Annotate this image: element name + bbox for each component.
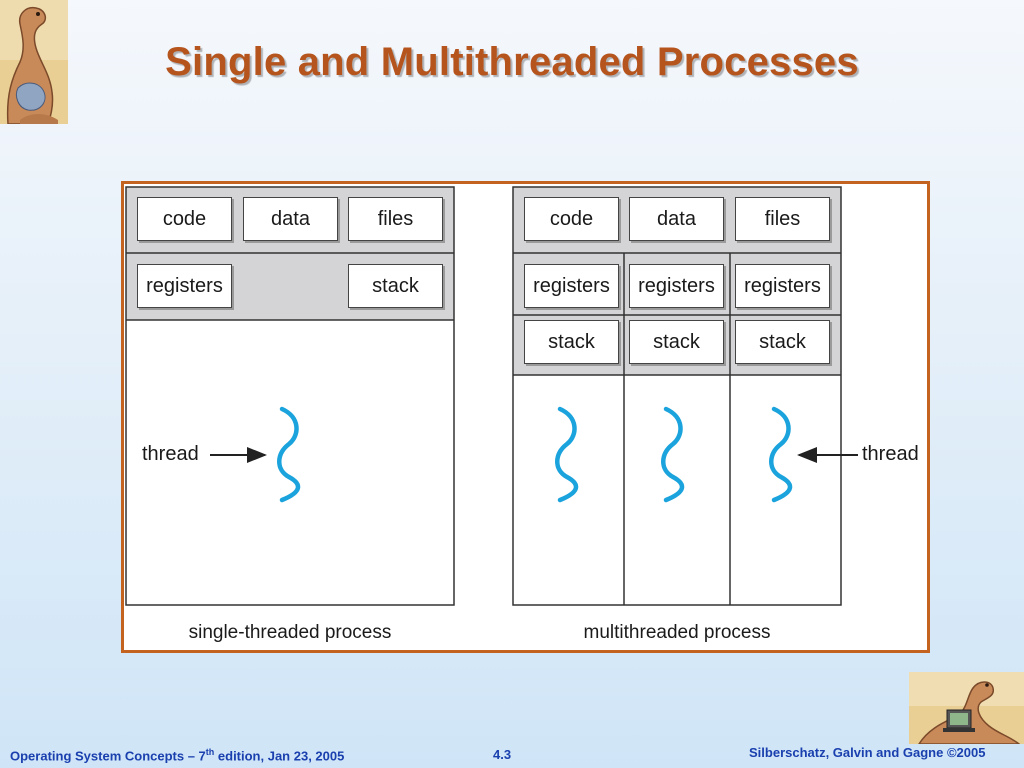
single-registers-box: registers: [137, 264, 232, 308]
footer-page-number: 4.3: [493, 747, 512, 762]
single-stack-box: stack: [348, 264, 443, 308]
multi-files-box: files: [735, 197, 830, 241]
page-title: Single and Multithreaded Processes: [165, 40, 859, 84]
multi-stack-box: stack: [735, 320, 830, 364]
single-code-box: code: [137, 197, 232, 241]
single-caption: single-threaded process: [188, 622, 392, 643]
multi-stack-box: stack: [524, 320, 619, 364]
footer-course-sup: th: [205, 747, 215, 757]
single-files-box: files: [348, 197, 443, 241]
multi-stack-box: stack: [629, 320, 724, 364]
multi-code-box: code: [524, 197, 619, 241]
multi-registers-box: registers: [629, 264, 724, 308]
footer-course-post: edition, Jan 23, 2005: [214, 748, 345, 764]
single-data-box: data: [243, 197, 338, 241]
thread-squiggle-icon: [769, 406, 793, 503]
multi-caption: multithreaded process: [583, 622, 771, 643]
footer-course-pre: Operating System Concepts – 7: [10, 748, 206, 764]
multi-registers-box: registers: [735, 264, 830, 308]
footer-authors: Silberschatz, Galvin and Gagne ©2005: [749, 745, 986, 760]
multi-registers-box: registers: [524, 264, 619, 308]
single-thread-label: thread: [142, 443, 199, 465]
thread-squiggle-icon: [661, 406, 685, 503]
multi-thread-label: thread: [862, 443, 919, 465]
dinosaur-logo-icon: [0, 0, 68, 124]
thread-squiggle-icon: [555, 406, 579, 503]
thread-squiggle-icon: [277, 406, 301, 503]
multi-data-box: data: [629, 197, 724, 241]
footer-course: Operating System Concepts – 7th edition,…: [10, 747, 344, 763]
dinosaur-laptop-icon: [909, 672, 1024, 744]
